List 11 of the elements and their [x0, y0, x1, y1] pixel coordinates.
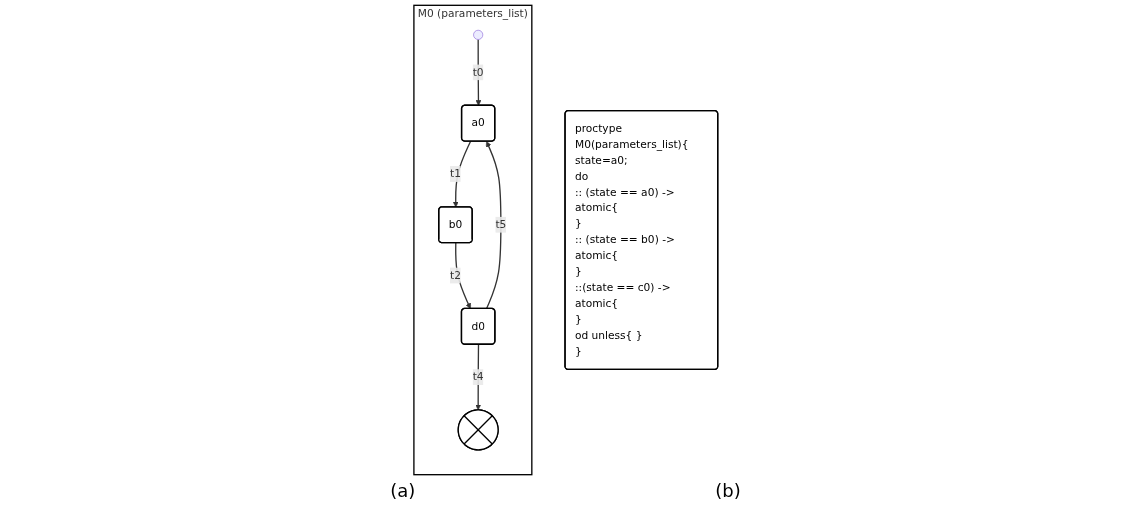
edge-label: t5: [495, 218, 507, 231]
arrow: [475, 38, 482, 106]
edge-label: t2: [449, 268, 461, 282]
figure-caption: (b): [715, 480, 741, 501]
figure-caption: (a): [390, 480, 416, 501]
edge-label: t1: [449, 167, 461, 180]
node-circle: [472, 29, 483, 40]
arrow: [474, 343, 481, 411]
arrow: [485, 141, 502, 310]
edge-label: t0: [472, 65, 484, 79]
edge-label: t4: [472, 370, 484, 384]
